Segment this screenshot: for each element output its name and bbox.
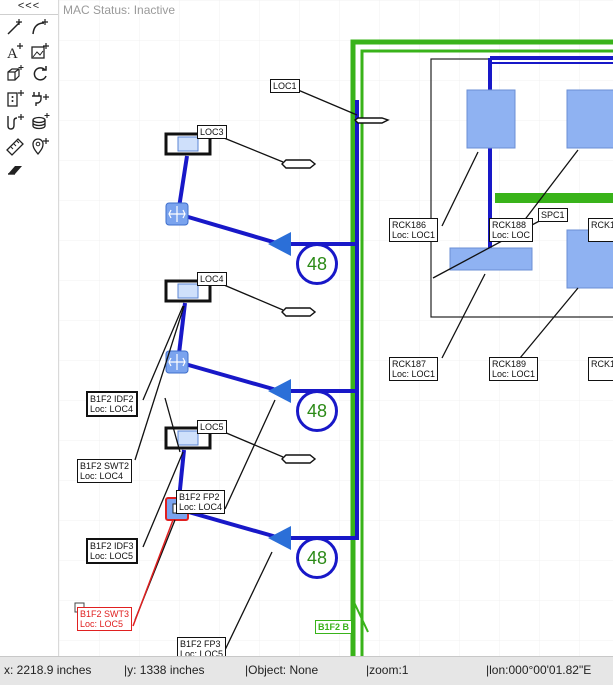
switch-swt1 xyxy=(165,202,189,226)
add-stack-icon[interactable] xyxy=(29,112,51,132)
rack-label-rck1-upper[interactable]: RCK1 xyxy=(588,218,613,242)
add-shape-icon[interactable] xyxy=(4,64,26,84)
location-label-loc1[interactable]: LOC1 xyxy=(270,79,300,93)
patch-panel-loc3 xyxy=(164,132,212,156)
location-label-loc3[interactable]: LOC3 xyxy=(197,125,227,139)
add-image-icon[interactable] xyxy=(29,41,51,61)
measure-icon[interactable] xyxy=(4,136,26,156)
location-label-loc5[interactable]: LOC5 xyxy=(197,420,227,434)
longitude-readout: |lon:000°00'01.82"E xyxy=(486,663,592,677)
splitter-2 xyxy=(268,379,291,403)
add-location-icon[interactable] xyxy=(29,136,51,156)
rotate-icon[interactable] xyxy=(29,64,51,84)
add-device-icon[interactable] xyxy=(4,88,26,108)
green-conduit xyxy=(350,39,613,656)
rack-rck186-body xyxy=(466,89,516,149)
selected-object-readout: |Object: None xyxy=(245,663,319,677)
splitter-1 xyxy=(268,232,291,256)
cable-count-badge[interactable]: 48 xyxy=(296,537,338,579)
svg-text:A: A xyxy=(7,46,18,61)
patch-panel-loc4 xyxy=(164,279,212,303)
add-cable-icon[interactable] xyxy=(4,112,26,132)
status-bar: x: 2218.9 inches |y: 1338 inches |Object… xyxy=(0,656,613,685)
drawing-toolbar: <<< A xyxy=(0,0,59,656)
spc-label[interactable]: SPC1 xyxy=(538,208,568,222)
zoom-readout: |zoom:1 xyxy=(366,663,409,677)
add-curve-icon[interactable] xyxy=(29,17,51,37)
cable-count-badge[interactable]: 48 xyxy=(296,243,338,285)
add-text-icon[interactable]: A xyxy=(4,41,26,61)
mac-status-text: MAC Status: Inactive xyxy=(63,3,176,17)
add-line-icon[interactable] xyxy=(4,17,26,37)
add-plug-icon[interactable] xyxy=(29,88,51,108)
rack-rck188-body xyxy=(566,89,613,149)
cable-count-badge[interactable]: 48 xyxy=(296,390,338,432)
splitter-3 xyxy=(268,526,291,550)
y-coordinate-readout: |y: 1338 inches xyxy=(124,663,205,677)
spc1-body xyxy=(449,247,533,271)
location-label-loc4[interactable]: LOC4 xyxy=(197,272,227,286)
conduit-label[interactable]: B1F2 B xyxy=(315,620,353,634)
x-coordinate-readout: x: 2218.9 inches xyxy=(4,663,92,677)
rack-label-rck1-lower[interactable]: RCK1 xyxy=(588,357,613,381)
collapse-toolbar-button[interactable]: <<< xyxy=(0,0,58,15)
eraser-icon[interactable] xyxy=(4,160,26,180)
